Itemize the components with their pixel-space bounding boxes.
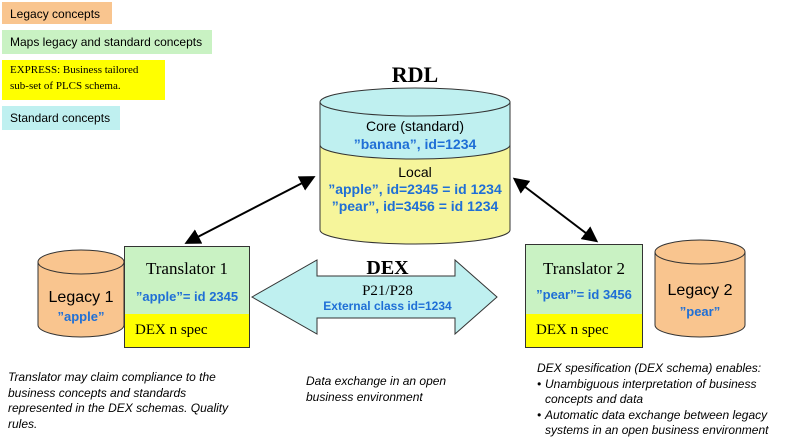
rdl-core-label: Core (standard)	[365, 118, 465, 134]
arrow-translator2-rdl	[512, 177, 599, 243]
translator2-top: Translator 2 ”pear”= id 3456	[526, 245, 642, 316]
rdl-title: RDL	[391, 62, 439, 87]
legend-standard-label: Standard concepts	[10, 111, 111, 125]
translator1-spec: DEX n spec	[135, 322, 208, 338]
legend-express: EXPRESS: Business tailored sub-set of PL…	[2, 60, 165, 100]
legend-legacy-label: Legacy concepts	[10, 7, 101, 21]
translator2-spec-area: DEX n spec	[526, 314, 642, 347]
legacy1-value: ”apple”	[57, 309, 105, 324]
rdl-local-body	[319, 144, 511, 245]
translator2-title: Translator 2	[542, 259, 625, 278]
legend-standard-concepts: Standard concepts	[2, 106, 120, 130]
rdl-cylinder	[319, 87, 511, 245]
translator1-spec-area: DEX n spec	[125, 314, 249, 347]
translator1-top: Translator 1 ”apple”= id 2345	[125, 247, 249, 316]
rdl-local-line2: ”pear”, id=3456 = id 1234	[331, 198, 499, 214]
note-dex-spec-item: Unambiguous interpretation of business c…	[537, 377, 799, 408]
note-data-exchange: Data exchange in an open business enviro…	[306, 374, 447, 404]
legend-express-label: EXPRESS: Business tailored sub-set of PL…	[10, 64, 139, 92]
rdl-core-value: ”banana”, id=1234	[353, 136, 477, 152]
legend-maps-label: Maps legacy and standard concepts	[10, 35, 203, 49]
legacy1-label: Legacy 1	[48, 289, 114, 306]
translator1-box: Translator 1 ”apple”= id 2345 DEX n spec	[124, 246, 250, 348]
dex-protocol: P21/P28	[362, 283, 413, 299]
translator2-box: Translator 2 ”pear”= id 3456 DEX n spec	[525, 244, 643, 348]
note-dex-spec-item: Automatic data exchange between legacy s…	[537, 408, 799, 439]
arrow-translator1-rdl	[184, 176, 316, 244]
translator1-mapping: ”apple”= id 2345	[135, 289, 239, 304]
translator2-spec: DEX n spec	[536, 322, 609, 338]
legacy2-value: ”pear”	[679, 304, 721, 319]
note-dex-spec-intro: DEX spesification (DEX schema) enables:	[537, 361, 762, 375]
rdl-cylinder-top	[319, 87, 511, 117]
legacy2-cylinder	[654, 239, 746, 338]
dex-external-class: External class id=1234	[323, 299, 452, 313]
legacy1-cylinder	[37, 249, 125, 338]
legend-maps-concepts: Maps legacy and standard concepts	[2, 30, 212, 54]
note-dex-specification: DEX spesification (DEX schema) enables: …	[537, 361, 799, 439]
note-translator-compliance: Translator may claim compliance to the b…	[8, 370, 229, 431]
legacy2-label: Legacy 2	[667, 282, 733, 299]
rdl-local-line1: ”apple”, id=2345 = id 1234	[328, 181, 502, 197]
dex-title: DEX	[366, 257, 409, 279]
legend-legacy-concepts: Legacy concepts	[2, 2, 112, 24]
dex-double-arrow	[250, 258, 498, 336]
rdl-local-label: Local	[398, 164, 432, 180]
rdl-core-body	[319, 101, 511, 160]
note-dex-spec-list: Unambiguous interpretation of business c…	[537, 377, 799, 439]
translator1-title: Translator 1	[145, 259, 228, 278]
translator2-mapping: ”pear”= id 3456	[536, 287, 632, 302]
